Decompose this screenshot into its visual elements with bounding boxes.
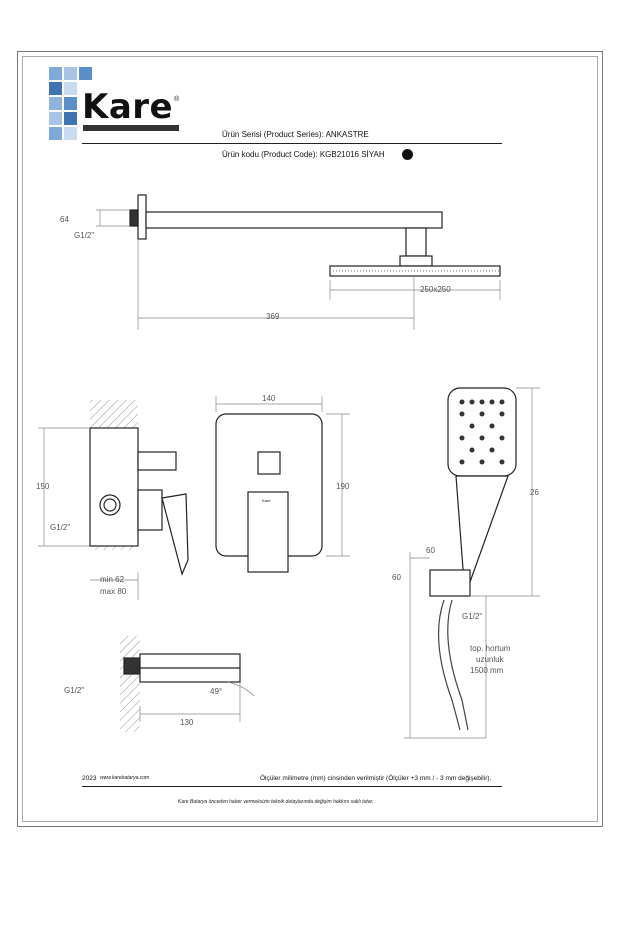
kare-logo: Kare bbox=[49, 67, 189, 147]
product-series: Ürün Serisi (Product Series): ANKASTRE bbox=[222, 130, 369, 139]
dim-head-thread: G1/2" bbox=[74, 231, 95, 240]
product-code: Ürün kodu (Product Code): KGB21016 SİYAH bbox=[222, 150, 385, 159]
dim-spout-length: 130 bbox=[180, 718, 194, 727]
logo-tiles bbox=[49, 67, 95, 145]
dim-spout-angle: 49° bbox=[210, 687, 223, 696]
dim-valve-max-depth: max 80 bbox=[100, 587, 127, 596]
dim-holder-thread: G1/2" bbox=[462, 612, 483, 621]
hand-shower bbox=[429, 387, 517, 731]
dim-valve-min-depth: min 62 bbox=[100, 575, 125, 584]
dim-valve-height: 150 bbox=[36, 482, 50, 491]
dim-plate-height: 190 bbox=[336, 482, 350, 491]
logo-band bbox=[83, 125, 179, 131]
dim-holder-width: 60 bbox=[426, 546, 435, 555]
drawing-sheet bbox=[17, 51, 603, 827]
dim-plate-width: 140 bbox=[262, 394, 276, 403]
dim-valve-thread: G1/2" bbox=[50, 523, 71, 532]
dim-head-64: 64 bbox=[60, 215, 69, 224]
hand-shower-nozzles bbox=[459, 399, 505, 465]
footer-units-note: Ölçüler milimetre (mm) cinsinden verilmi… bbox=[260, 775, 492, 782]
registered-mark: ® bbox=[174, 96, 180, 103]
hose-label-3: 1500 mm bbox=[470, 666, 504, 675]
valve-front-plate bbox=[215, 413, 323, 573]
logo-wordmark: Kare bbox=[82, 87, 174, 127]
dim-holder-height: 60 bbox=[392, 573, 401, 582]
dim-hand-height: 26 bbox=[530, 488, 539, 497]
shower-arm bbox=[129, 194, 501, 277]
hose-label-1: top. hortum bbox=[470, 644, 511, 653]
sheet-inner-border bbox=[22, 56, 598, 822]
footer-website: www.karebatarya.com bbox=[100, 775, 150, 781]
valve-side-view bbox=[89, 400, 189, 576]
dim-arm-length: 369 bbox=[266, 312, 280, 321]
dimension-lines bbox=[38, 209, 540, 739]
header-rule bbox=[82, 143, 502, 144]
dim-head-size: 250x250 bbox=[420, 285, 451, 294]
color-swatch-black bbox=[402, 149, 413, 160]
dim-spout-thread: G1/2" bbox=[64, 686, 85, 695]
hose-label-2: uzunluk bbox=[476, 655, 504, 664]
footer-year: 2023 bbox=[82, 775, 97, 782]
bath-spout bbox=[120, 636, 241, 732]
footer-rule bbox=[82, 786, 502, 787]
plate-logo-badge: Kare bbox=[262, 498, 271, 503]
footer-disclaimer: Kare Batarya önceden haber vermeksizin t… bbox=[178, 799, 374, 805]
